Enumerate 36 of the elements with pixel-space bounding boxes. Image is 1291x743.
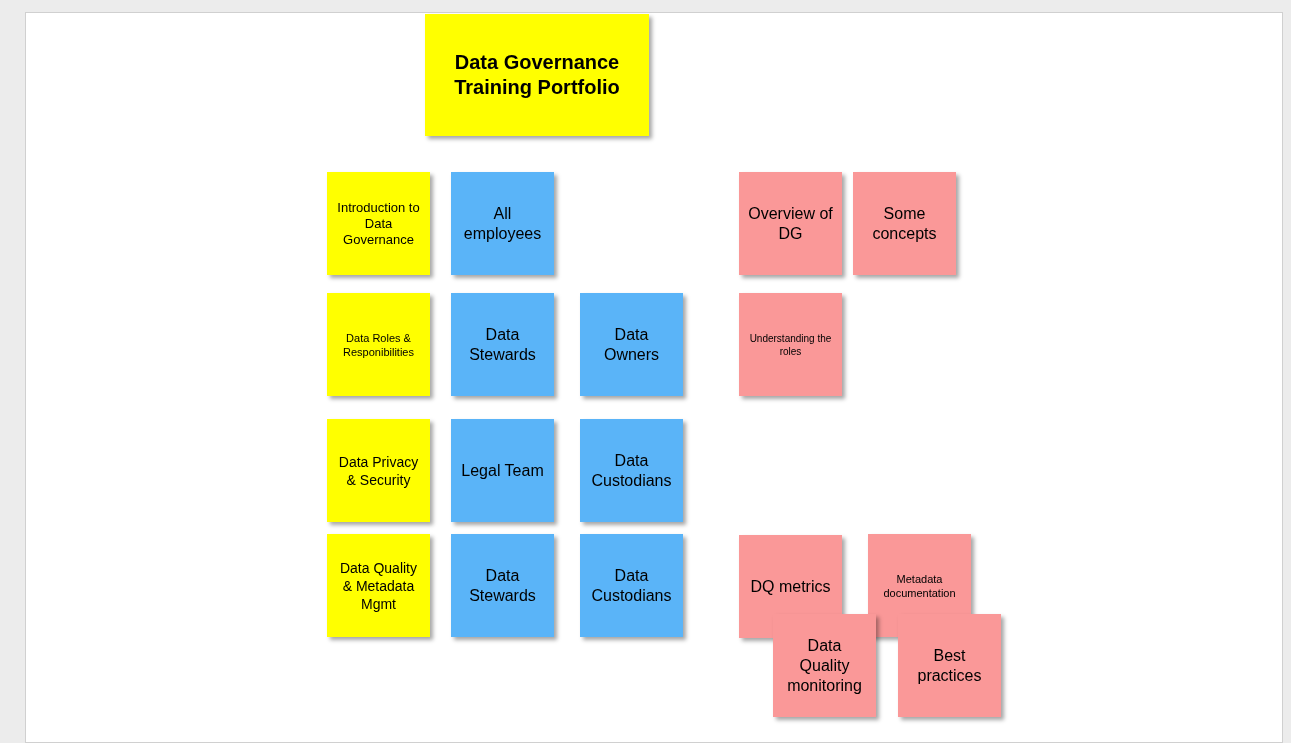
note-text: Understanding the roles [748,331,833,358]
note-text: Data Quality monitoring [786,635,863,696]
sticky-note [580,419,683,522]
sticky-note [327,293,430,396]
sticky-note [580,293,683,396]
sticky-note [425,14,649,136]
note-text: DQ metrics [750,576,831,597]
note-text: Legal Team [461,460,544,481]
note-text: Introduction to Data Governance [336,199,421,248]
note-text: Data Privacy & Security [337,452,420,489]
note-text: Some concepts [871,203,938,244]
note-text: Best practices [916,645,983,686]
sticky-note [327,172,430,275]
note-text: Data Stewards [468,565,537,606]
sticky-note [451,534,554,637]
sticky-note [451,293,554,396]
sticky-note [853,172,956,275]
note-text: Data Stewards [468,324,537,365]
sticky-note [327,534,430,637]
note-text: Data Custodians [590,450,673,491]
sticky-note [580,534,683,637]
note-text: Data Owners [602,324,661,365]
sticky-note [739,172,842,275]
sticky-note [327,419,430,522]
sticky-note [739,293,842,396]
note-text: Data Governance Training Portfolio [453,50,621,100]
note-text: Metadata documentation [882,571,957,600]
sticky-note [451,172,554,275]
sticky-note [898,614,1001,717]
note-text: Data Quality & Metadata Mgmt [338,558,418,613]
sticky-note [451,419,554,522]
note-text: Data Custodians [590,565,673,606]
note-text: Data Roles & Responibilities [342,330,415,359]
sticky-note [773,614,876,717]
note-text: Overview of DG [747,203,834,244]
note-text: All employees [462,203,543,244]
